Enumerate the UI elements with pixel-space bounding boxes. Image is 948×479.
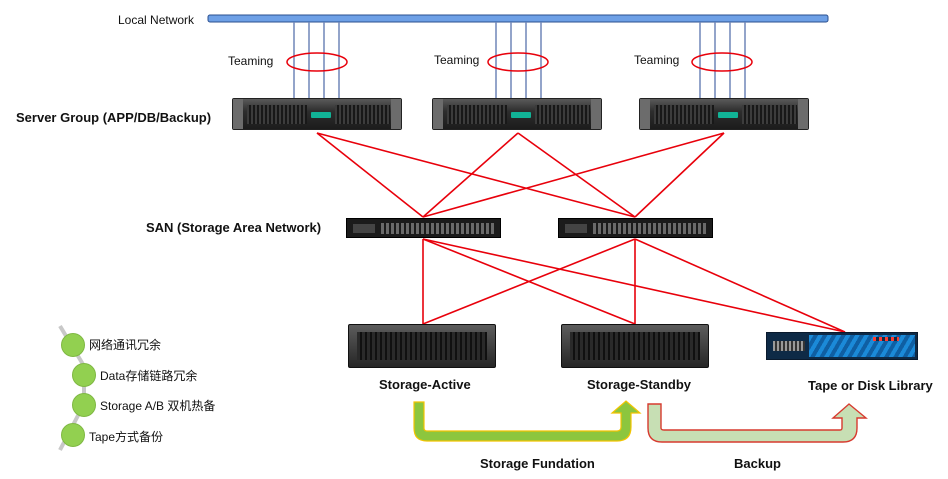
server-2 <box>432 98 602 130</box>
legend-item-network: 网络通讯冗余 <box>89 338 162 352</box>
legend-item-data-link: Data存储链路冗余 <box>100 369 198 383</box>
storage-foundation-arrow <box>413 400 642 442</box>
san-storage-links <box>422 238 846 333</box>
san-label: SAN (Storage Area Network) <box>146 220 322 235</box>
server-status-led <box>511 112 531 118</box>
teaming-lines <box>293 22 746 98</box>
storage-standby-label: Storage-Standby <box>587 377 692 392</box>
tape-library-device <box>766 332 918 360</box>
san-switch-a <box>346 218 501 238</box>
server-status-led <box>718 112 738 118</box>
teaming-label-2: Teaming <box>434 53 480 67</box>
legend-dot-4 <box>61 423 85 447</box>
local-network-label: Local Network <box>118 13 195 27</box>
teaming-label-1: Teaming <box>228 54 274 68</box>
legend-dot-2 <box>72 363 96 387</box>
server-san-links <box>316 132 725 218</box>
server-1 <box>232 98 402 130</box>
teaming-label-3: Teaming <box>634 53 680 67</box>
storage-standby-array <box>561 324 709 368</box>
teaming-ellipses <box>286 52 753 72</box>
legend-dot-1 <box>61 333 85 357</box>
san-switch-b <box>558 218 713 238</box>
server-status-led <box>311 112 331 118</box>
tape-library-label: Tape or Disk Library <box>808 378 933 393</box>
legend-dot-3 <box>72 393 96 417</box>
storage-active-label: Storage-Active <box>379 377 471 392</box>
backup-label: Backup <box>734 456 781 471</box>
server-group-label: Server Group (APP/DB/Backup) <box>16 110 212 125</box>
legend-item-storage-ab: Storage A/B 双机热备 <box>100 399 216 413</box>
backup-arrow <box>647 403 868 443</box>
server-3 <box>639 98 809 130</box>
storage-foundation-label: Storage Fundation <box>480 456 595 471</box>
legend-item-tape-backup: Tape方式备份 <box>89 430 164 444</box>
storage-active-array <box>348 324 496 368</box>
local-network-bar <box>207 14 829 23</box>
